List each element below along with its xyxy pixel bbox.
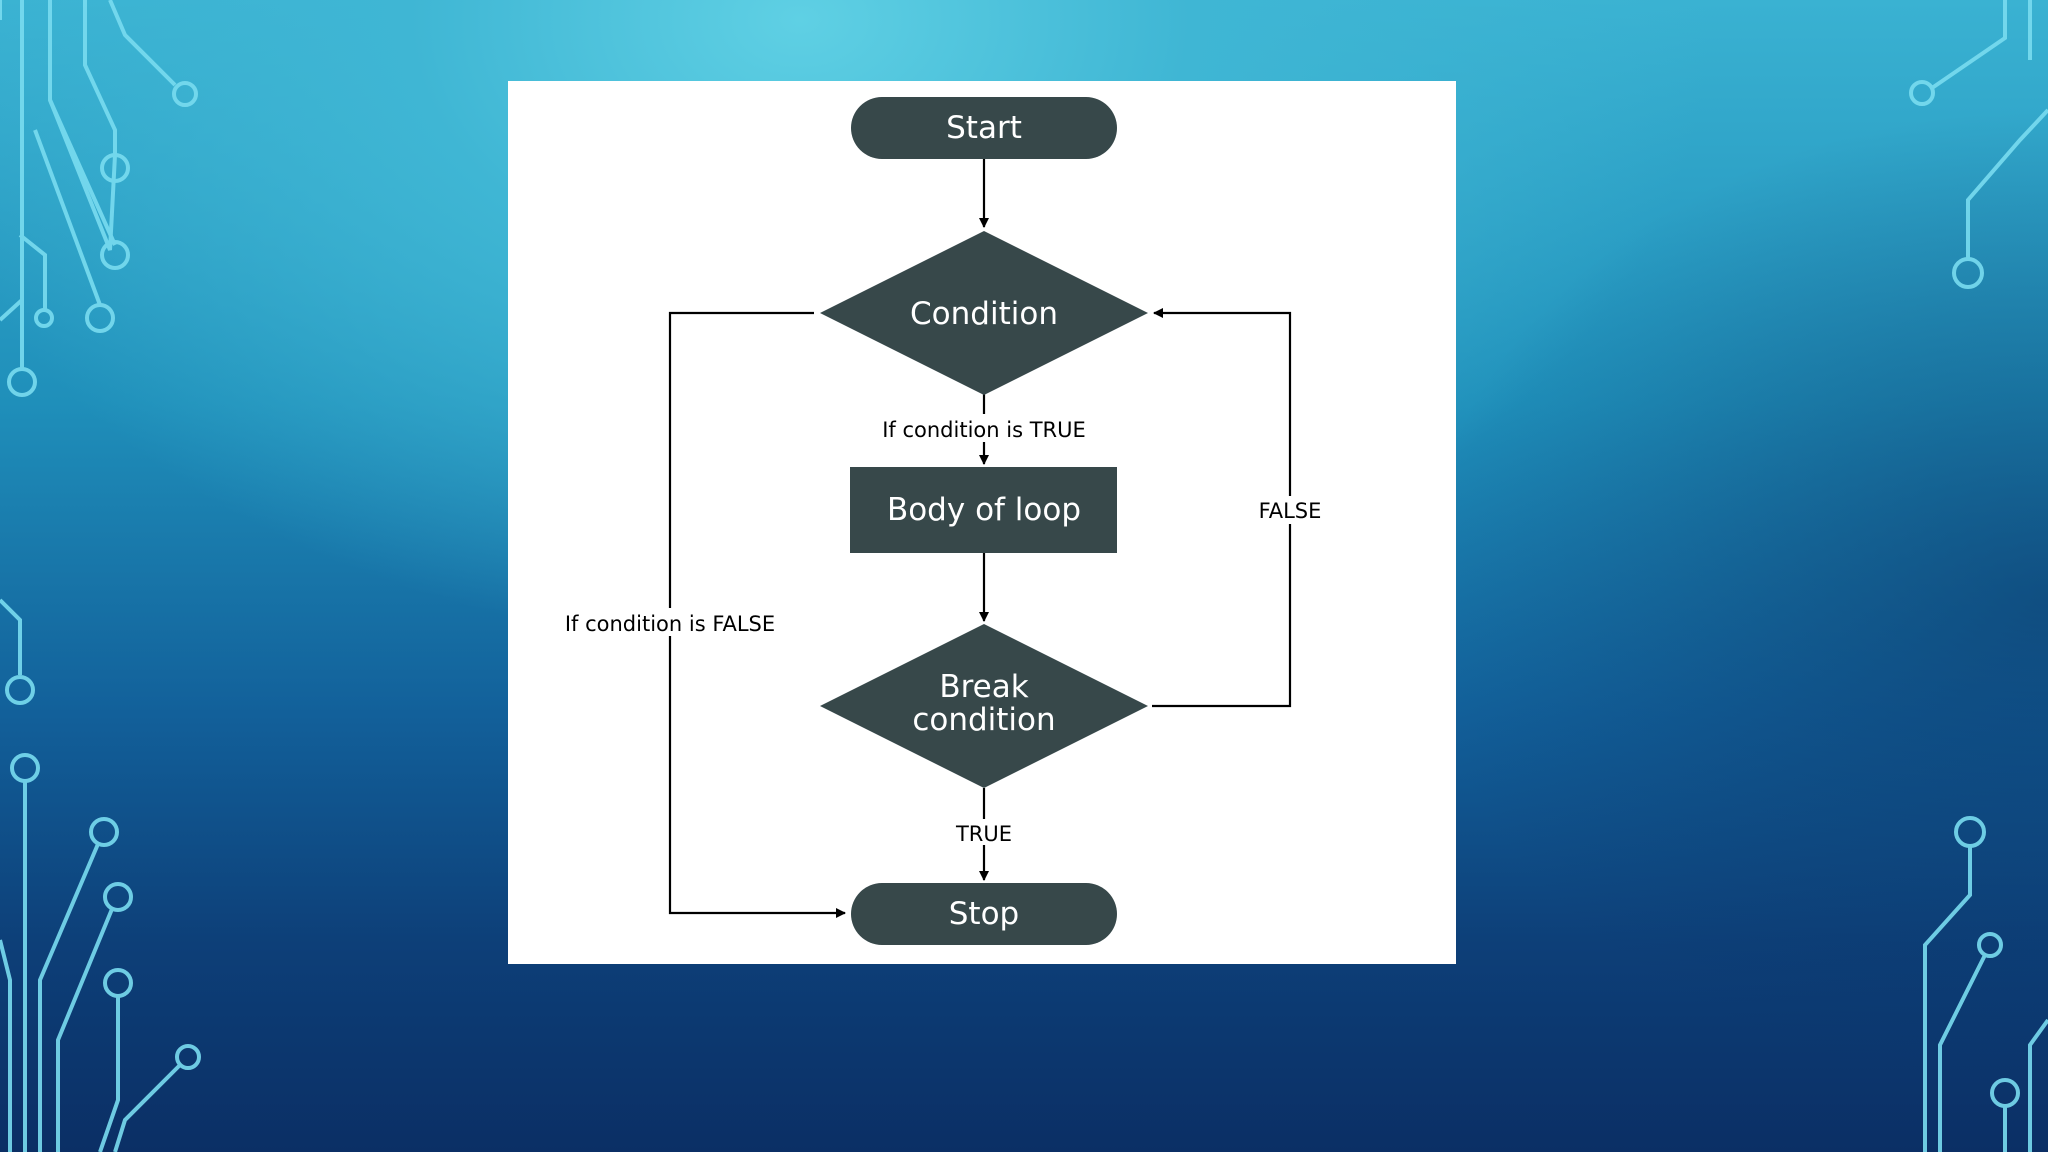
circuit-line (98, 996, 120, 1152)
edge-label-bg (944, 819, 1024, 845)
circuit-node (7, 367, 37, 397)
flowchart-panel: If condition is TRUE If condition is FAL… (508, 81, 1456, 964)
circuit-line (56, 908, 114, 1152)
circuit-line (18, 233, 47, 310)
edge-label-break-true: TRUE (955, 822, 1012, 846)
circuit-node (1909, 80, 1935, 106)
break-node-label-line2: condition (912, 702, 1055, 738)
stop-node-label: Stop (949, 896, 1019, 932)
circuit-node (34, 308, 54, 328)
edge-label-bg (530, 608, 810, 636)
circuit-node (1977, 932, 2003, 958)
circuit-line (2028, 1018, 2048, 1152)
condition-node (820, 231, 1148, 395)
circuit-node (103, 882, 133, 912)
edge-label-bg (1248, 496, 1338, 524)
body-node (850, 467, 1117, 553)
circuit-node (175, 1044, 201, 1070)
flowchart: If condition is TRUE If condition is FAL… (530, 97, 1338, 945)
circuit-node (1990, 1078, 2020, 1108)
body-node-label: Body of loop (887, 492, 1081, 528)
start-node-label: Start (946, 110, 1022, 146)
circuit-node (85, 303, 115, 333)
circuit-line (113, 1063, 182, 1152)
circuit-line (1966, 108, 2048, 258)
circuit-line (38, 843, 100, 1152)
circuit-line (1930, 0, 2007, 90)
circuit-node (89, 817, 119, 847)
condition-node-label: Condition (910, 296, 1058, 332)
circuit-line (48, 99, 117, 246)
circuit-node (103, 968, 133, 998)
edge-label-break-false: FALSE (1259, 499, 1322, 523)
edge-label-cond-false: If condition is FALSE (565, 612, 775, 636)
break-node-label-line1: Break (939, 669, 1028, 705)
circuit-node (5, 675, 35, 705)
circuit-node (1952, 257, 1984, 289)
circuit-line (1923, 846, 1972, 1152)
circuit-line (108, 0, 177, 87)
circuit-line (83, 0, 117, 155)
circuit-line (1938, 954, 1987, 1152)
stop-node (851, 883, 1117, 945)
circuit-node (172, 81, 198, 107)
circuit-line (0, 598, 22, 675)
circuit-node (100, 153, 130, 183)
circuit-node (1954, 816, 1986, 848)
circuit-line (0, 298, 24, 322)
circuit-line (0, 939, 12, 1152)
edge-label-cond-true: If condition is TRUE (882, 418, 1086, 442)
start-node (851, 97, 1117, 159)
circuit-node (100, 240, 130, 270)
circuit-line (33, 129, 102, 306)
circuit-node (10, 753, 40, 783)
break-condition-node (820, 624, 1148, 788)
circuit-line (48, 0, 117, 251)
edge-label-bg (858, 414, 1113, 442)
